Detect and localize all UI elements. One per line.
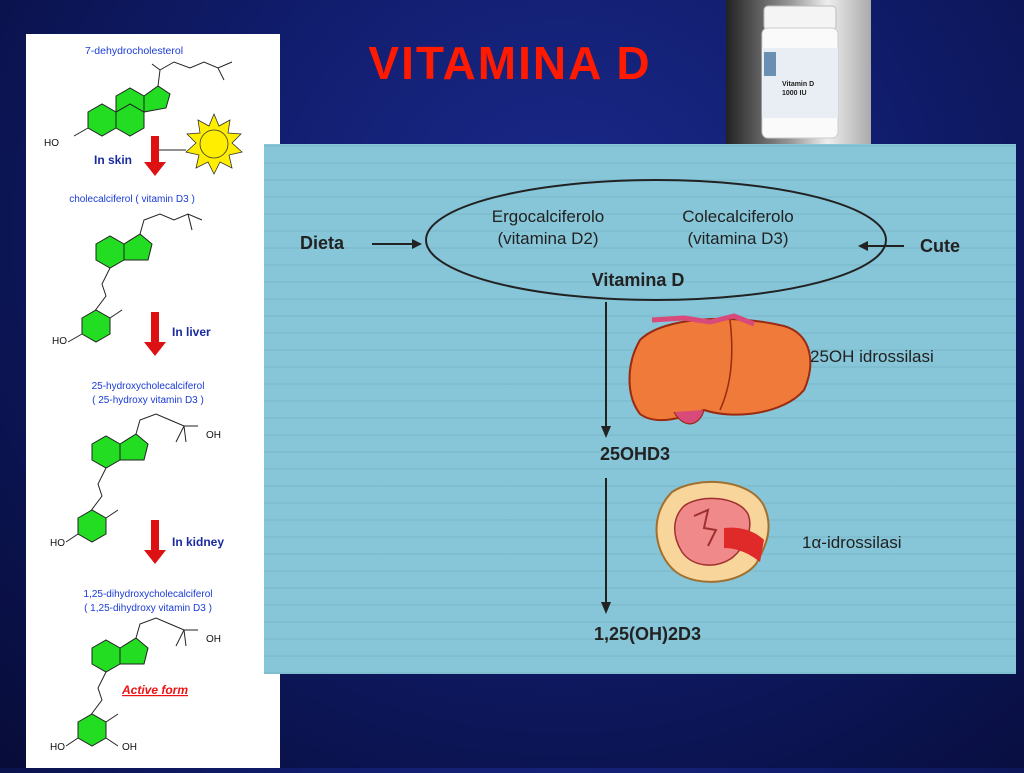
dieta-label: Dieta	[300, 233, 345, 253]
bottle-label-2: 1000 IU	[782, 90, 807, 97]
ho-label-1: HO	[44, 138, 59, 149]
red-arrow-kidney	[144, 520, 166, 564]
red-arrow-skin	[144, 136, 166, 176]
ho-label-3: HO	[50, 538, 65, 549]
oh-label-3: OH	[206, 430, 221, 441]
red-arrow-liver	[144, 312, 166, 356]
active-form-label: Active form	[121, 683, 188, 697]
cole-name: Colecalciferolo	[682, 207, 794, 226]
sun-icon	[185, 112, 243, 175]
molecule-structure-3	[65, 413, 198, 543]
step-in-skin: In skin	[94, 153, 132, 167]
ohd3-label: 25OHD3	[600, 444, 670, 464]
molecule-structure-4	[65, 617, 198, 747]
down-arrow-2	[601, 478, 611, 614]
molecule-name-1: 7-dehydrocholesterol	[85, 45, 183, 57]
bottle-label-1: Vitamin D	[782, 81, 814, 88]
molecule-name-2: cholecalciferol ( vitamin D3 )	[69, 194, 195, 205]
final-metabolite-label: 1,25(OH)2D3	[594, 624, 701, 644]
molecule-structure-1	[73, 61, 233, 137]
ho-label-4: HO	[50, 742, 65, 753]
bottle-icon: Vitamin D 1000 IU	[761, 5, 839, 139]
kidney-icon	[655, 481, 770, 583]
step-in-kidney: In kidney	[172, 535, 224, 549]
ergo-name: Ergocalciferolo	[492, 207, 604, 226]
molecule-name-4a: 1,25-dihydroxycholecalciferol	[84, 589, 213, 600]
down-arrow-1	[601, 302, 611, 438]
dieta-arrow	[372, 239, 422, 249]
molecule-structure-2	[67, 213, 203, 343]
molecule-name-3a: 25-hydroxycholecalciferol	[92, 381, 205, 392]
molecule-name-4b: ( 1,25-dihydroxy vitamin D3 )	[84, 603, 212, 614]
molecule-name-3b: ( 25-hydroxy vitamin D3 )	[92, 395, 204, 406]
vitamina-d-label: Vitamina D	[592, 270, 685, 290]
hydroxylase-25-label: 25OH idrossilasi	[810, 347, 934, 366]
ergo-sub: (vitamina D2)	[497, 229, 598, 248]
oh-label-4a: OH	[206, 634, 221, 645]
structure-pathway-panel: 7-dehydrocholesterol HO In skin cholecal…	[26, 34, 280, 768]
metabolism-diagram-panel: Ergocalciferolo (vitamina D2) Colecalcif…	[264, 144, 1016, 674]
vitamin-d-ellipse	[425, 179, 887, 301]
ho-label-2: HO	[52, 336, 67, 347]
vitamin-bottle-photo: Vitamin D 1000 IU	[726, 0, 871, 145]
cute-label: Cute	[920, 236, 960, 256]
cute-arrow	[858, 241, 904, 251]
cole-sub: (vitamina D3)	[687, 229, 788, 248]
step-in-liver: In liver	[172, 325, 211, 339]
liver-icon	[628, 313, 812, 425]
slide-title: VITAMINA D	[368, 37, 652, 89]
oh-label-4b: OH	[122, 742, 137, 753]
hydroxylase-1a-label: 1α-idrossilasi	[802, 533, 902, 552]
